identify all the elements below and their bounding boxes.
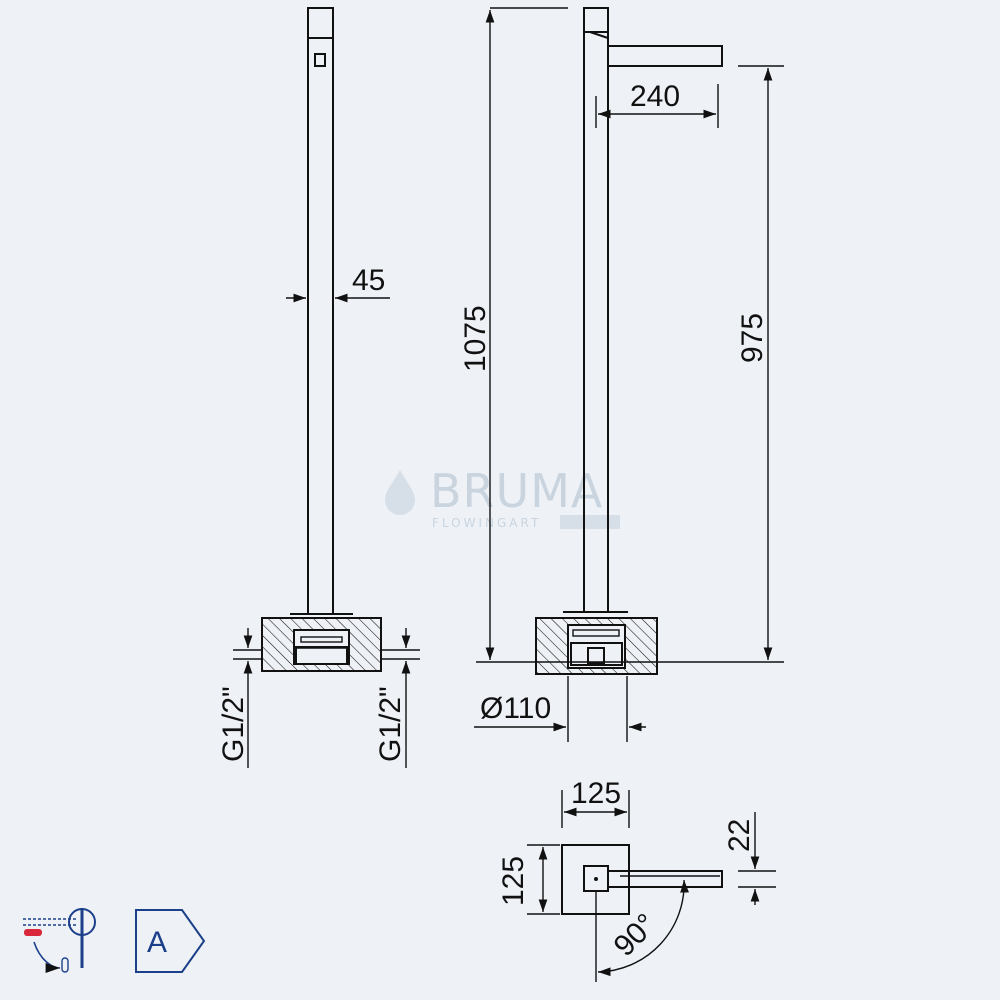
dim-spout-thickness: 22 xyxy=(723,819,756,852)
dim-total-height: 1075 xyxy=(459,305,492,372)
side-view: 1075 975 240 Ø110 xyxy=(459,7,784,742)
thermometer-icon xyxy=(61,957,69,973)
watermark: BRUMA FLOWINGART xyxy=(385,464,620,530)
front-cavity-plate xyxy=(300,636,343,643)
dim-connection-right: G1/2" xyxy=(374,686,407,762)
icon-rotate-arrow xyxy=(33,941,61,974)
dim-rotation-angle: 90° xyxy=(608,908,663,963)
side-spout xyxy=(608,45,723,67)
energy-badge-shape xyxy=(135,909,206,973)
top-spout xyxy=(608,870,723,888)
dim-plate-height: 125 xyxy=(497,856,530,906)
side-cavity-plate xyxy=(572,629,620,637)
watermark-tag xyxy=(560,515,620,529)
mixer-thermostatic-icon xyxy=(23,908,96,974)
side-base-cavity xyxy=(567,624,626,669)
side-cavity-outlet xyxy=(587,647,605,664)
front-cavity-body xyxy=(295,646,348,665)
angle-arc xyxy=(597,879,689,977)
water-drop-icon xyxy=(385,470,415,515)
energy-class-badge: A xyxy=(135,909,206,973)
watermark-brand: BRUMA xyxy=(430,464,603,518)
front-view: 45 G1/2" G1/2" xyxy=(217,7,420,768)
dim-connection-left: G1/2" xyxy=(217,686,250,762)
top-pipe-center xyxy=(594,877,598,881)
side-cavity-body xyxy=(570,642,623,666)
top-view: 125 125 22 90° xyxy=(497,777,776,982)
watermark-tagline: FLOWINGART xyxy=(432,516,541,530)
dim-base-diameter: Ø110 xyxy=(480,692,551,725)
dim-plate-width: 125 xyxy=(571,777,621,810)
energy-class-label: A xyxy=(147,926,167,959)
dim-pipe-width: 45 xyxy=(352,264,385,297)
front-pipe xyxy=(307,7,334,615)
dim-spout-reach: 240 xyxy=(630,80,680,113)
dim-spout-height: 975 xyxy=(736,313,769,363)
side-spout-joint xyxy=(589,31,609,39)
icon-red-tab xyxy=(24,929,42,936)
front-pipe-window xyxy=(314,53,326,67)
